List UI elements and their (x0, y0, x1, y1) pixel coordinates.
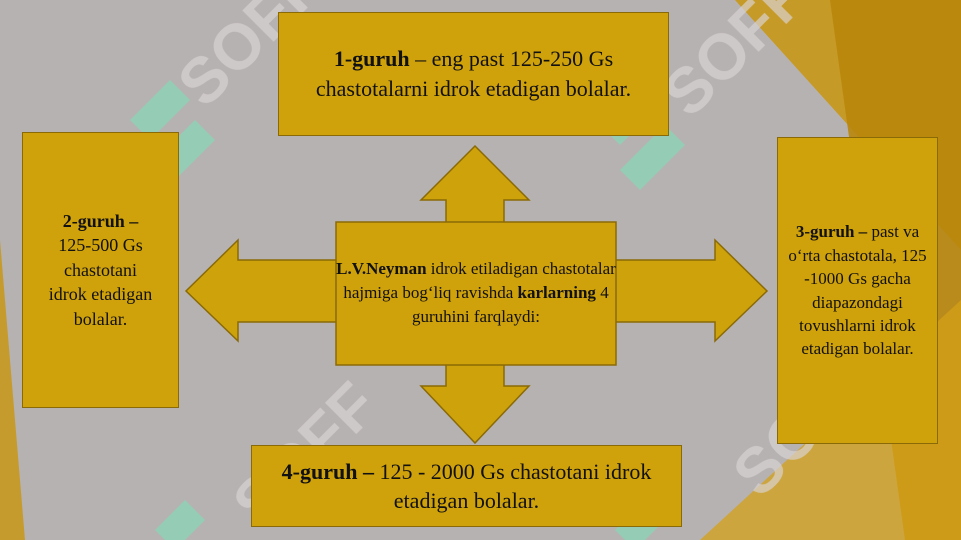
group1-title: 1-guruh (333, 46, 410, 71)
group1-box: 1-guruh – eng past 125-250 Gs chastotala… (278, 12, 669, 136)
group4-box: 4-guruh – 125 - 2000 Gs chastotani idrok… (251, 445, 682, 527)
center-label: L.V.Neyman idrok etiladigan chastotalar … (336, 220, 616, 366)
group2-line3: idrok etadigan (48, 284, 153, 305)
center-box (335, 221, 617, 366)
group2-line2: chastotani (64, 259, 137, 280)
group3-box: 3-guruh – past va o‘rta chastotala, 125 -… (777, 137, 938, 444)
group1-text: – eng past 125-250 Gs chastotalarni idro… (315, 46, 632, 101)
group4-title: 4-guruh – (281, 459, 374, 484)
group2-box: 2-guruh – 125-500 Gs chastotani idrok et… (22, 132, 179, 408)
center-bold: karlarning (517, 283, 596, 302)
group3-title: 3-guruh – (795, 222, 868, 242)
center-author: L.V.Neyman (336, 259, 427, 278)
center-text2: 4 guruhini farqlaydi: (412, 283, 609, 326)
center-text1: idrok etiladigan chastotalar hajmiga bog… (343, 259, 616, 302)
group2-line4: bolalar. (73, 308, 128, 329)
group3-text2: o‘rta chastotala, 125 -1000 Gs gacha dia… (788, 245, 927, 359)
decor-slant-left (0, 240, 25, 540)
group3-text1: past va (867, 222, 920, 242)
group2-line1: 125-500 Gs (58, 235, 143, 256)
group2-title: 2-guruh – (62, 210, 139, 231)
group4-text: 125 - 2000 Gs chastotani idrok etadigan … (373, 459, 652, 513)
